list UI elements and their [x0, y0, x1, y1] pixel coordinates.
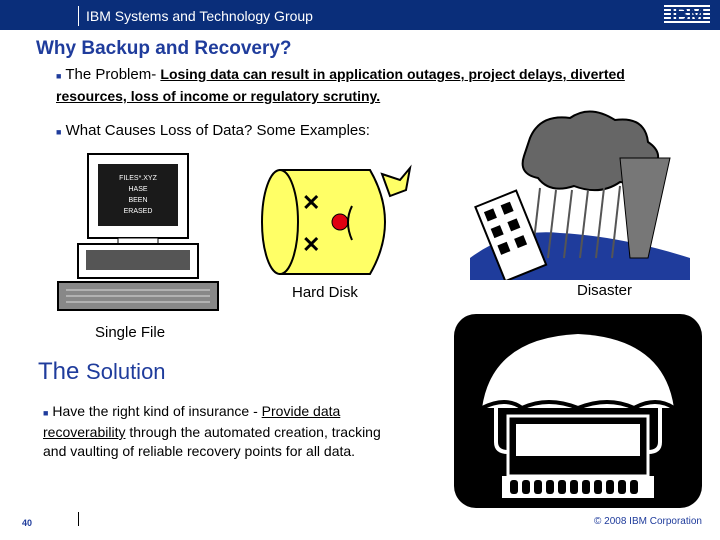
header-divider	[78, 6, 79, 26]
disaster-label: Disaster	[577, 282, 633, 299]
screen-line-3: BEEN	[128, 197, 147, 204]
header-group-name: IBM Systems and Technology Group	[86, 8, 313, 24]
vault-umbrella-illustration	[454, 314, 702, 508]
bullet-icon: ■	[56, 71, 62, 81]
footer-divider	[78, 512, 79, 526]
computer-illustration: FILES*.XYZ HASE BEEN ERASED	[57, 153, 219, 311]
x-mark-icon: ✕	[302, 232, 320, 257]
causes-text: What Causes Loss of Data? Some Examples:	[65, 122, 370, 139]
solution-title-big: The	[38, 358, 80, 385]
screen-line-1: FILES*.XYZ	[119, 175, 157, 182]
solution-text-pre: Have the right kind of insurance -	[52, 403, 262, 419]
disaster-illustration	[470, 110, 690, 280]
ibm-logo-icon: IBM	[664, 5, 710, 24]
copyright: © 2008 IBM Corporation	[594, 516, 702, 527]
page-title: Why Backup and Recovery?	[36, 38, 292, 59]
solution-title-small: Solution	[86, 359, 166, 384]
screen-line-4: ERASED	[124, 208, 153, 215]
screen-line-2: HASE	[128, 186, 147, 193]
page-number: 40	[22, 518, 33, 528]
building-icon	[474, 189, 548, 280]
x-mark-icon: ✕	[302, 190, 320, 215]
problem-label: The Problem-	[65, 66, 157, 83]
bullet-icon: ■	[43, 408, 49, 418]
svg-text:IBM: IBM	[670, 5, 705, 24]
causes-bullet: ■ What Causes Loss of Data? Some Example…	[56, 122, 370, 139]
problem-text: Losing data can result in application ou…	[56, 66, 625, 104]
solution-text-post: through the automated creation, tracking…	[43, 424, 381, 459]
solution-title: The Solution	[38, 358, 166, 386]
header-bar: IBM Systems and Technology Group IBM	[0, 0, 720, 30]
tongue-icon	[380, 164, 412, 198]
solution-link-text: Provide data recoverability	[43, 403, 341, 440]
hard-disk-illustration: ✕ ✕	[261, 164, 412, 275]
hard-disk-label: Hard Disk	[292, 284, 358, 301]
single-file-label: Single File	[95, 324, 166, 341]
problem-bullet: ■ The Problem- Losing data can result in…	[56, 64, 696, 107]
solution-bullet: ■ Have the right kind of insurance - Pro…	[43, 402, 393, 461]
bullet-icon: ■	[56, 127, 62, 137]
